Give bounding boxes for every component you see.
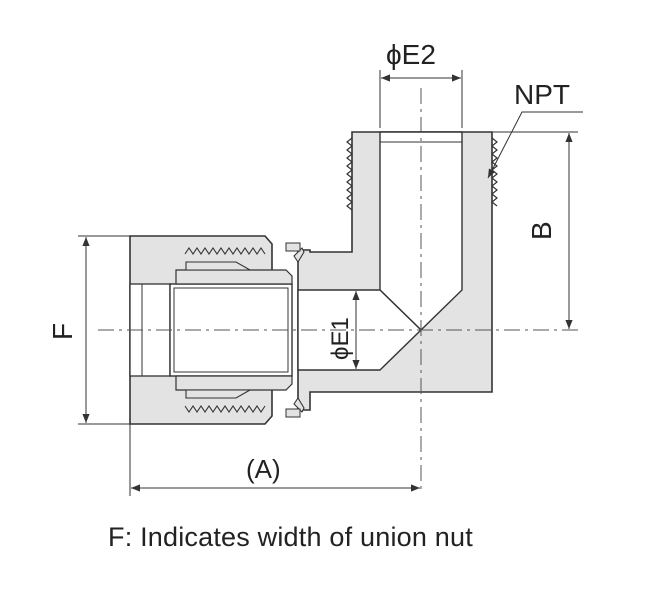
front-ferrule-bottom [175, 375, 293, 391]
npt-label: NPT [514, 79, 570, 110]
f-label: F [47, 323, 78, 340]
npt-thread-left [346, 137, 353, 211]
e2-label: ϕE2 [386, 39, 436, 70]
e1-label: ϕE1 [327, 317, 354, 360]
b-label: B [526, 221, 557, 240]
nut-thread-bottom [184, 405, 266, 413]
caption: F: Indicates width of union nut [108, 522, 473, 552]
front-ferrule-top [175, 269, 293, 285]
nut-thread-top [184, 247, 266, 255]
vertical-bore [379, 131, 463, 331]
npt-leader [487, 111, 583, 179]
a-label: (A) [246, 454, 281, 484]
